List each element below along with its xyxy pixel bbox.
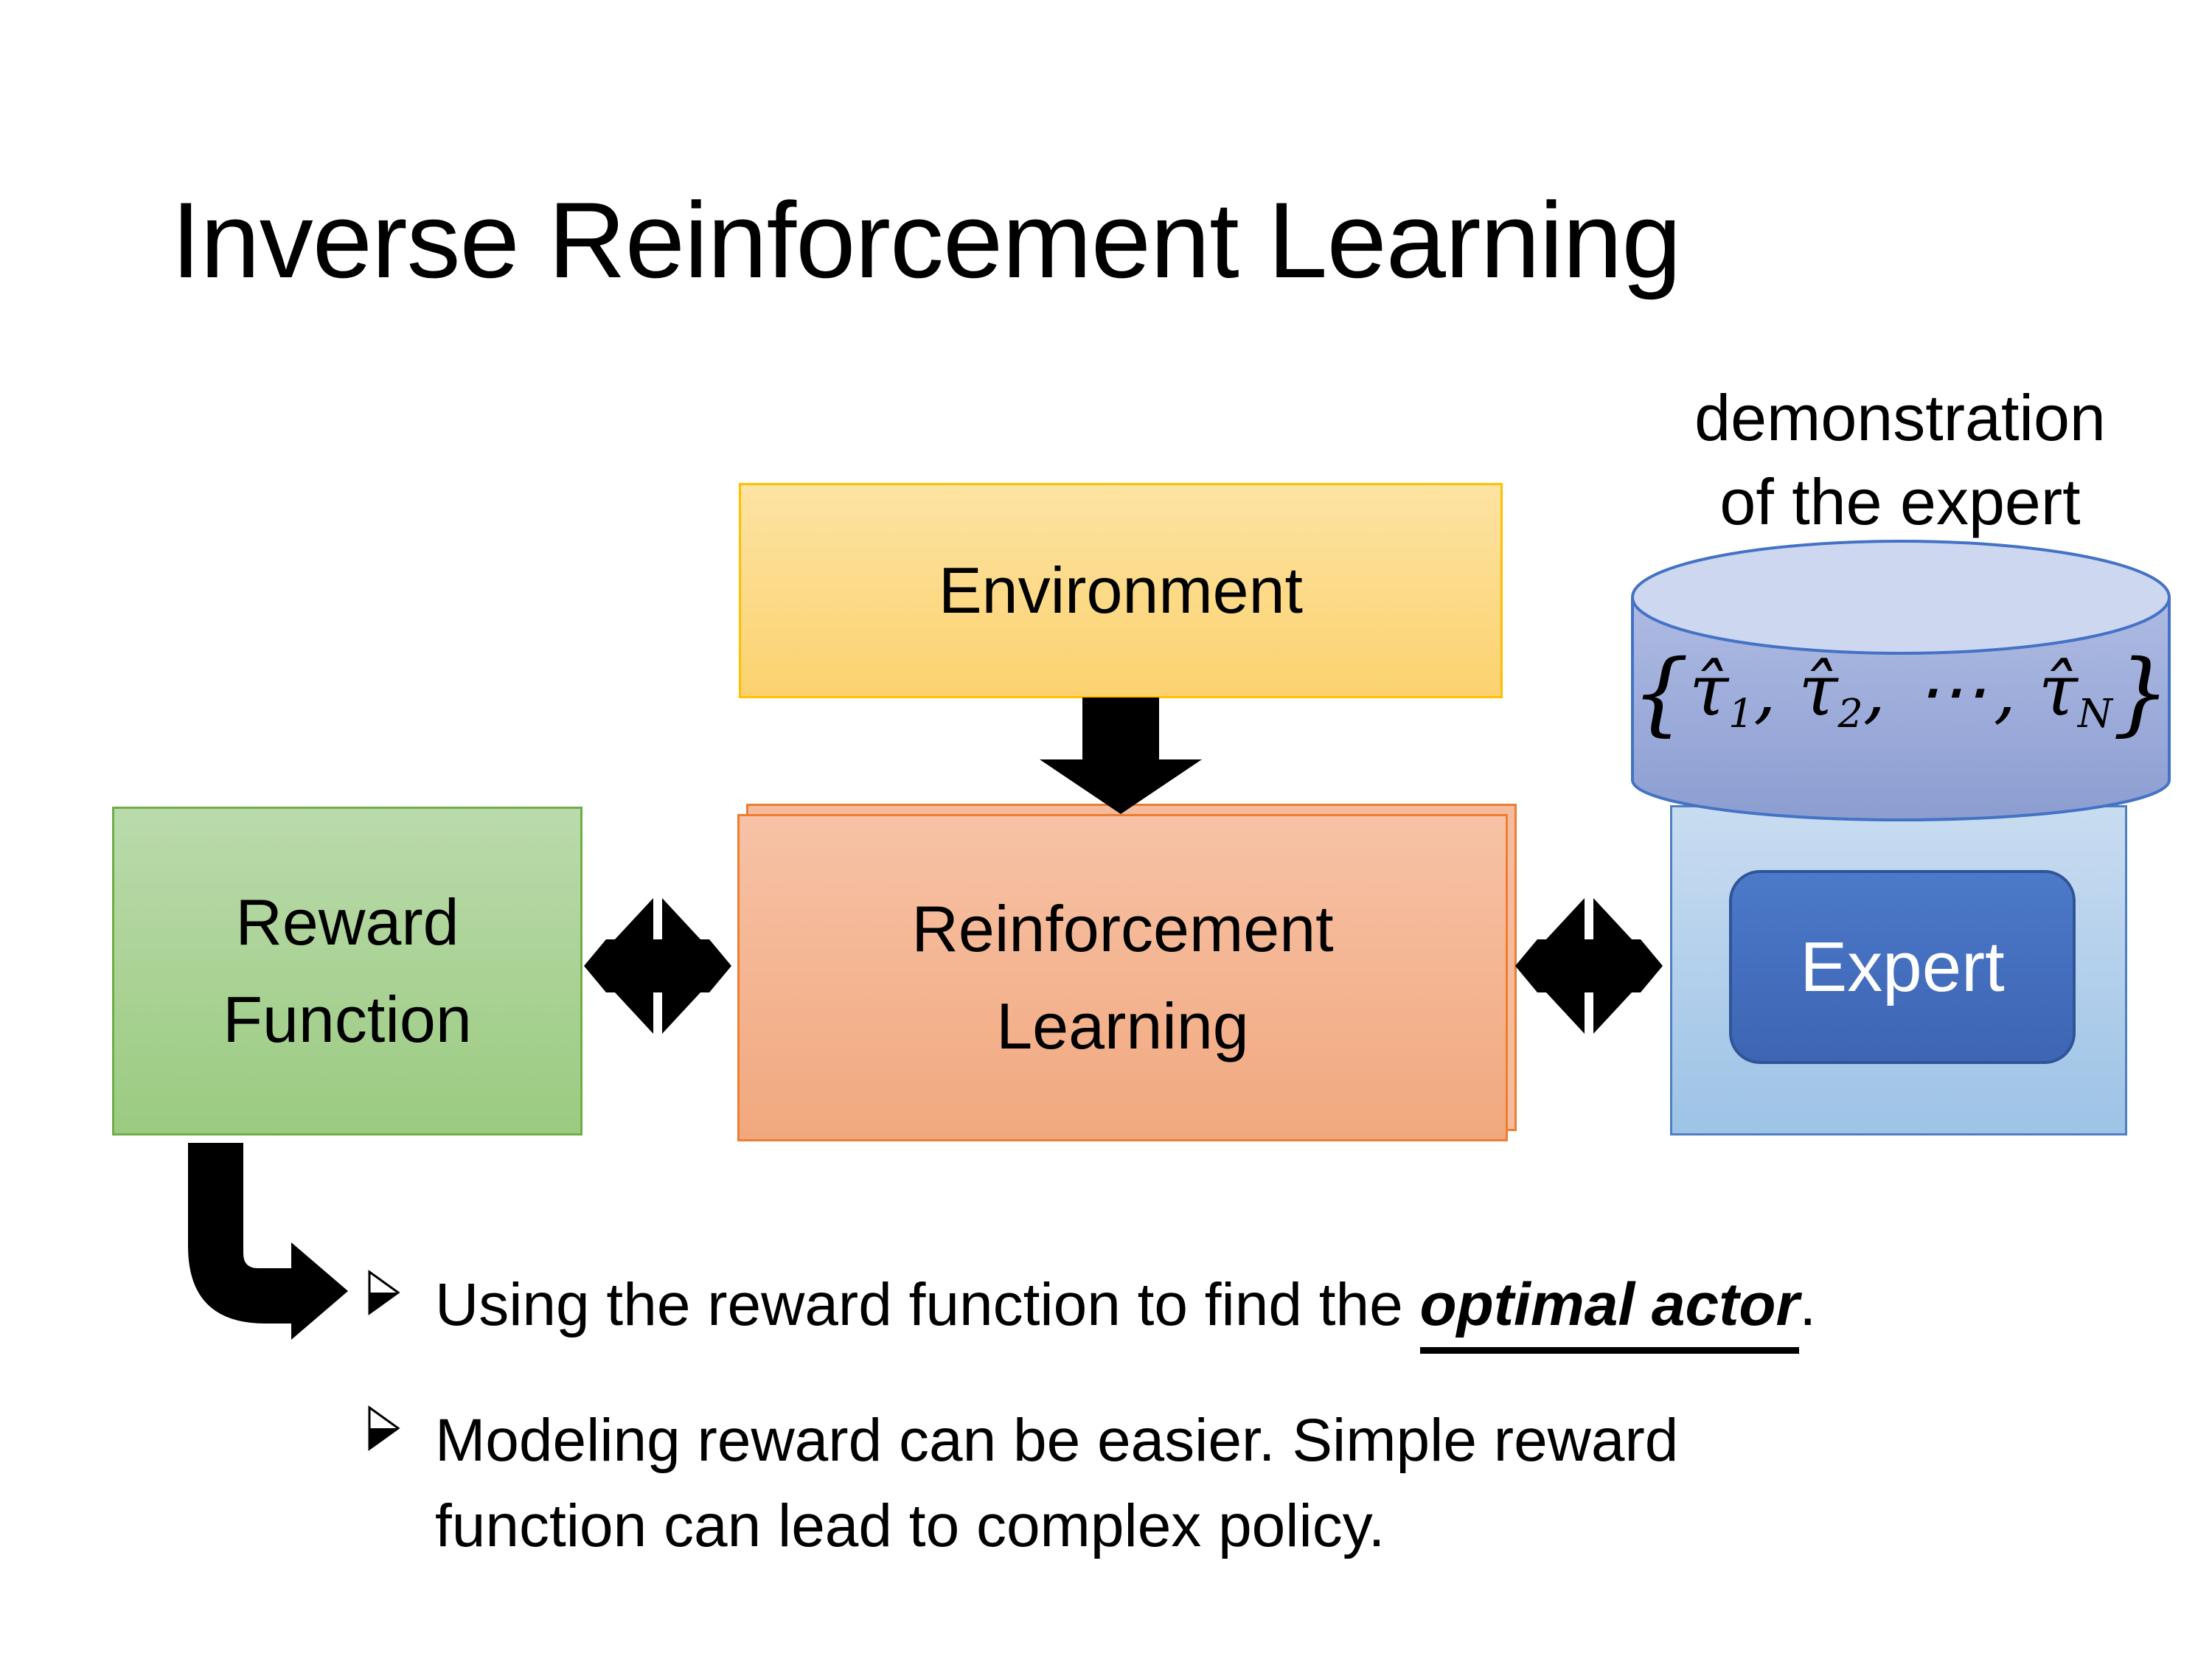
formula-dots: ⋯ (1915, 649, 1986, 732)
formula-comma3: , (1993, 649, 2017, 732)
reinforcement-learning-box: Reinforcement Learning (737, 814, 1508, 1141)
reward-function-label: Reward Function (223, 874, 472, 1068)
trajectory-set-formula: {τ̂1, τ̂2, ⋯, τ̂N} (1630, 640, 2172, 745)
bullet-text: Modeling reward can be easier. Simple re… (435, 1398, 1678, 1570)
environment-box: Environment (739, 483, 1503, 698)
reward-label-line1: Reward (235, 886, 459, 959)
formula-subN: N (2077, 689, 2112, 737)
expert-label: Expert (1800, 927, 2005, 1006)
bullet1-text-before: Using the reward function to find the (435, 1271, 1420, 1338)
arrowhead-bullet-icon (368, 1270, 400, 1315)
bullet-text: Using the reward function to find the op… (435, 1262, 1817, 1354)
bullet1-emphasis: optimal actor (1419, 1271, 1800, 1354)
block-arrow-down-icon (1040, 698, 1202, 814)
bullet2-line1: Modeling reward can be easier. Simple re… (435, 1407, 1679, 1474)
rl-label-line1: Reinforcement (911, 892, 1334, 965)
formula-tau2: τ̂ (1798, 649, 1838, 732)
bullet1-text-after: . (1799, 1271, 1817, 1338)
formula-tauN: τ̂ (2038, 649, 2078, 732)
formula-comma2: , (1863, 649, 1886, 732)
formula-comma1: , (1753, 649, 1776, 732)
demonstration-label-line2: of the expert (1719, 465, 2081, 539)
page-title: Inverse Reinforcement Learning (171, 180, 1682, 300)
formula-open-brace: { (1631, 640, 1690, 745)
bullet2-line2: function can lead to complex policy. (435, 1492, 1385, 1560)
formula-tau1: τ̂ (1689, 649, 1729, 732)
bullet-item-optimal-actor: Using the reward function to find the op… (367, 1262, 1817, 1354)
reward-label-line2: Function (223, 983, 472, 1056)
reinforcement-learning-label: Reinforcement Learning (911, 880, 1333, 1075)
database-cylinder-icon (1631, 540, 2171, 821)
environment-label: Environment (938, 554, 1303, 627)
rl-label-line2: Learning (996, 990, 1249, 1062)
formula-close-brace: } (2112, 640, 2171, 745)
double-headed-arrow-icon (1515, 898, 1663, 1034)
bullet-item-modeling-reward: Modeling reward can be easier. Simple re… (367, 1398, 1678, 1570)
demonstration-label-line1: demonstration (1694, 381, 2106, 454)
reward-function-box: Reward Function (112, 807, 582, 1135)
double-headed-arrow-icon (584, 898, 731, 1034)
expert-box: Expert (1729, 870, 2076, 1064)
elbow-arrow-icon (188, 1143, 348, 1340)
arrowhead-bullet-icon (368, 1405, 400, 1451)
formula-sub2: 2 (1837, 689, 1863, 737)
formula-sub1: 1 (1728, 689, 1754, 737)
demonstration-label: demonstration of the expert (1626, 376, 2174, 545)
